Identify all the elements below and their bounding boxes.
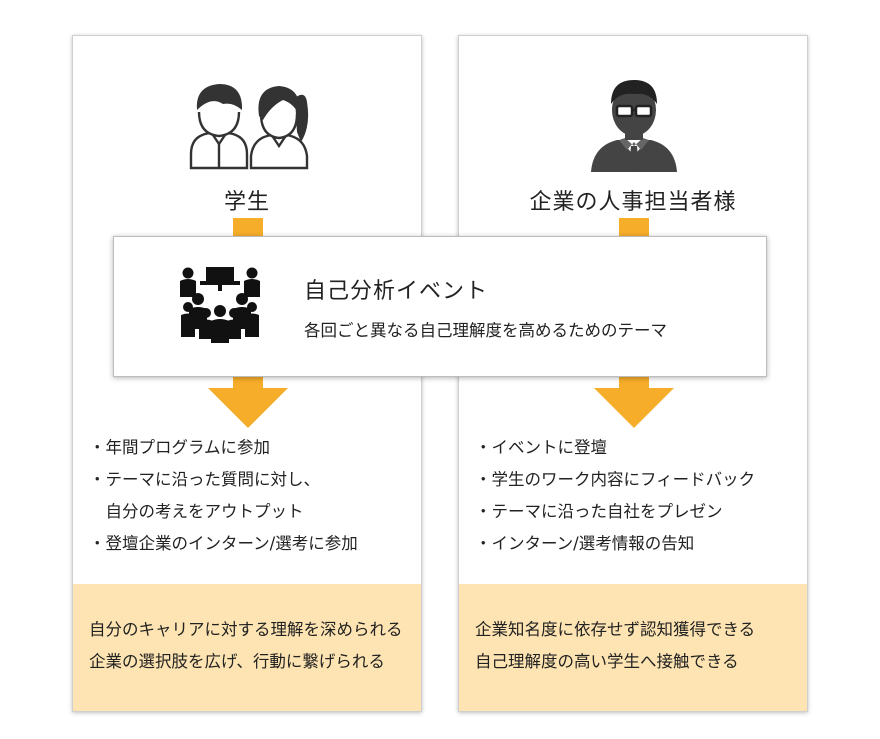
list-item: ・登壇企業のインターン/選考に参加 — [89, 534, 358, 553]
list-item: ・学生のワーク内容にフィードバック — [475, 470, 756, 489]
list-item: 自分の考えをアウトプット — [89, 502, 304, 521]
list-item: ・テーマに沿った質問に対し、 — [89, 470, 320, 489]
company-arrow-head — [594, 388, 674, 428]
result-line: 企業の選択肢を広げ、行動に繋げられる — [89, 652, 385, 671]
company-bullet-list: ・イベントに登壇 ・学生のワーク内容にフィードバック ・テーマに沿った自社をプレ… — [475, 432, 755, 560]
list-item: ・年間プログラムに参加 — [89, 438, 271, 457]
event-title: 自己分析イベント — [304, 279, 489, 304]
result-line: 自己理解度の高い学生へ接触できる — [475, 652, 739, 671]
student-bullet-list: ・年間プログラムに参加 ・テーマに沿った質問に対し、 自分の考えをアウトプット … — [89, 432, 358, 560]
list-item: ・テーマに沿った自社をプレゼン — [475, 502, 723, 521]
company-title: 企業の人事担当者様 — [529, 190, 737, 215]
event-box: 自己分析イベント 各回ごと異なる自己理解度を高めるためのテーマ — [113, 236, 767, 377]
student-result-box: 自分のキャリアに対する理解を深められる 企業の選択肢を広げ、行動に繋げられる — [73, 584, 421, 711]
student-title: 学生 — [223, 190, 270, 215]
list-item: ・インターン/選考情報の告知 — [475, 534, 695, 553]
student-pair-icon — [189, 84, 309, 170]
result-line: 自分のキャリアに対する理解を深められる — [89, 620, 403, 639]
event-subtitle: 各回ごと異なる自己理解度を高めるためのテーマ — [304, 321, 667, 340]
seminar-group-icon — [180, 267, 260, 343]
result-line: 企業知名度に依存せず認知獲得できる — [475, 620, 756, 639]
list-item: ・イベントに登壇 — [475, 438, 607, 457]
company-result-box: 企業知名度に依存せず認知獲得できる 自己理解度の高い学生へ接触できる — [459, 584, 807, 711]
businessman-icon — [591, 80, 677, 172]
student-arrow-head — [208, 388, 288, 428]
